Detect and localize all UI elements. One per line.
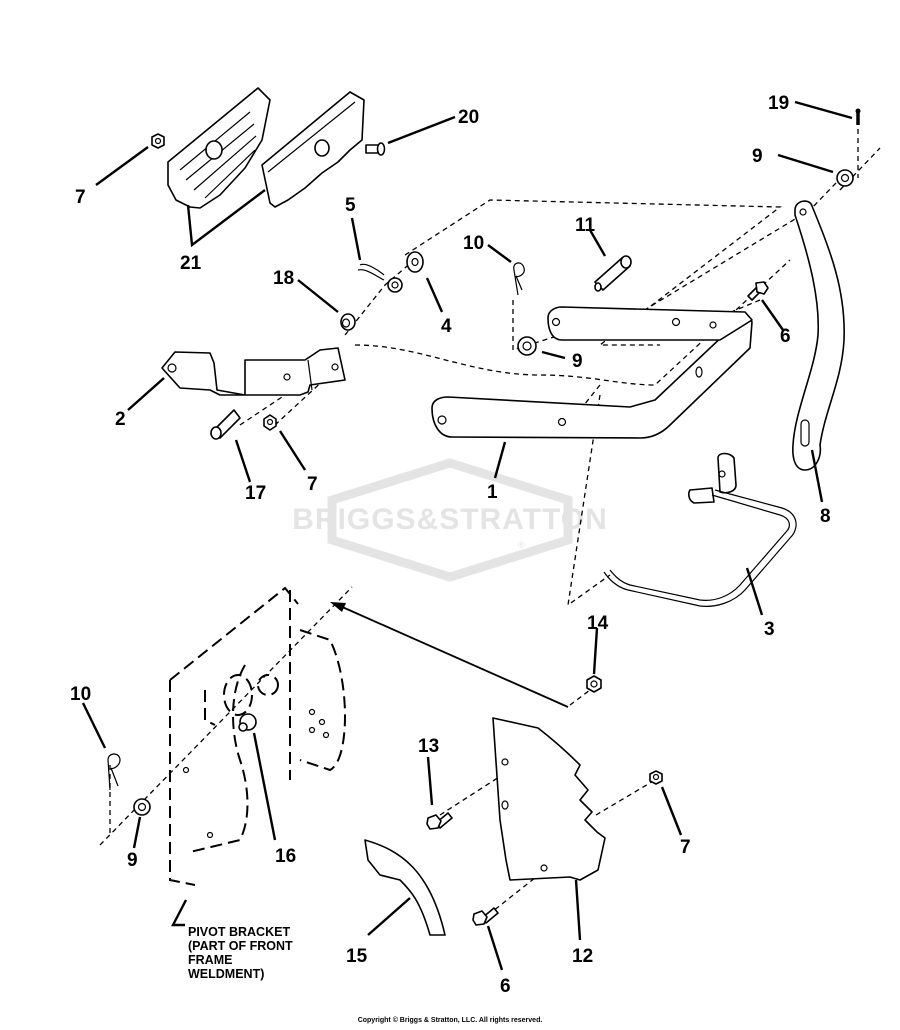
callout-21: 21: [180, 253, 202, 274]
part-pin-19: [855, 108, 861, 125]
part-bracket: [161, 347, 346, 396]
callout-18: 18: [273, 268, 294, 289]
callout-10: 10: [463, 233, 484, 254]
part-washer-middle: [517, 336, 537, 356]
part-clevis-pin: [594, 255, 632, 292]
assembly-lines: [99, 120, 881, 916]
part-pad: [364, 839, 446, 936]
callout-3: 3: [764, 619, 775, 640]
callout-7: 7: [307, 474, 318, 495]
part-pedal-pad-ribbed: [167, 87, 271, 209]
copyright-notice: Copyright © Briggs & Stratton, LLC. All …: [357, 1017, 543, 1024]
part-bolt-13: [426, 812, 453, 830]
callout-7: 7: [75, 187, 86, 208]
watermark-registered: ®: [518, 540, 525, 550]
watermark-text: BRIGGS&STRATTON: [292, 503, 608, 536]
callout-13: 13: [418, 736, 439, 757]
callout-7: 7: [680, 837, 691, 858]
part-nut-middle: [263, 414, 277, 431]
part-bolt-lower: [472, 907, 499, 926]
part-washer-lower: [133, 798, 151, 816]
callout-16: 16: [275, 846, 296, 867]
callout-17: 17: [245, 483, 266, 504]
part-hairpin-clip-upper: [513, 262, 525, 296]
part-link: [792, 200, 845, 471]
part-spring: [357, 263, 403, 293]
callout-1: 1: [487, 482, 498, 503]
part-rivet: [365, 142, 386, 156]
callout-9: 9: [127, 850, 138, 871]
part-washer-top-right: [836, 169, 854, 187]
callout-4: 4: [441, 316, 452, 337]
note-line-1: PIVOT BRACKET: [188, 925, 290, 939]
callout-8: 8: [820, 506, 831, 527]
pivot-bracket-note: PIVOT BRACKET (PART OF FRONT FRAME WELDM…: [188, 925, 293, 981]
note-line-2: (PART OF FRONT: [188, 939, 293, 953]
part-bushing: [340, 313, 356, 331]
callout-5: 5: [345, 195, 356, 216]
callout-15: 15: [346, 946, 368, 967]
callout-9: 9: [572, 351, 583, 372]
note-line-4: WELDMENT): [188, 967, 264, 981]
callout-12: 12: [572, 946, 593, 967]
part-nut-lower: [649, 770, 663, 785]
callout-6: 6: [500, 976, 511, 997]
part-pin-17: [210, 409, 241, 440]
part-hairpin-clip-lower: [107, 753, 121, 791]
assembly-arrow: [330, 602, 569, 708]
callout-9: 9: [752, 146, 763, 167]
pivot-bracket-phantom: [169, 586, 346, 886]
part-pivot-stud: [238, 713, 257, 732]
callout-11: 11: [575, 215, 596, 236]
part-nut-14: [586, 675, 602, 693]
part-bolt-upper: [747, 281, 769, 301]
part-washer-4: [406, 251, 424, 273]
callout-2: 2: [115, 409, 126, 430]
callout-6: 6: [780, 326, 791, 347]
callout-19: 19: [768, 93, 789, 114]
callout-10: 10: [70, 684, 91, 705]
part-nut-top: [151, 133, 165, 149]
callout-14: 14: [587, 613, 609, 634]
leader-lines: [81, 100, 853, 971]
note-line-3: FRAME: [188, 953, 232, 967]
part-lift-arm: [431, 306, 753, 439]
part-height-adjust-plate: [492, 717, 606, 881]
part-pedal-pad-cover: [261, 91, 365, 208]
callout-20: 20: [458, 107, 479, 128]
part-lift-rod: [603, 452, 797, 607]
watermark-logo: BRIGGS&STRATTON ®: [292, 458, 608, 582]
callouts: 19 9 20 7 21 5 10 11 18 4 6 9 2 1 17 7 8…: [70, 93, 831, 997]
